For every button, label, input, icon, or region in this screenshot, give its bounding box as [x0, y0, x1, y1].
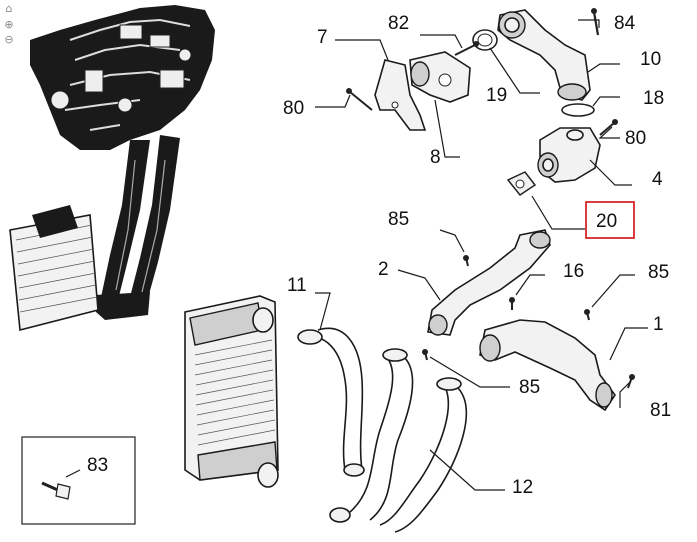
bolt-84: [591, 8, 600, 36]
callout-85-top[interactable]: 85: [388, 209, 409, 230]
callout-82[interactable]: 82: [388, 13, 409, 34]
bolt-80-right: [599, 119, 618, 136]
intercooler-large: [184, 295, 279, 488]
callout-20-highlight: [585, 201, 635, 239]
bolt-16: [509, 297, 515, 310]
bracket-7: [374, 59, 427, 131]
callout-19[interactable]: 19: [486, 85, 507, 106]
turbo-8: [409, 51, 471, 103]
callout-85-right[interactable]: 85: [648, 262, 669, 283]
bolt-82: [454, 41, 479, 56]
bolt-80-left: [346, 88, 373, 111]
callout-85-bottom[interactable]: 85: [519, 377, 540, 398]
hose-12: [329, 348, 468, 533]
callout-81[interactable]: 81: [650, 400, 671, 421]
o-ring-18: [561, 103, 595, 117]
bolt-81: [627, 374, 635, 389]
callout-20[interactable]: 20: [596, 211, 617, 232]
inset-box-83: [21, 436, 136, 525]
intercooler-small: [9, 205, 99, 332]
callout-1[interactable]: 1: [653, 314, 664, 335]
zoom-out-icon[interactable]: ⊖: [4, 33, 14, 46]
home-icon[interactable]: ⌂: [5, 2, 13, 15]
manifold-4: [537, 127, 601, 183]
callout-12[interactable]: 12: [512, 477, 533, 498]
pipe-2: [427, 229, 551, 336]
callout-4[interactable]: 4: [652, 169, 663, 190]
gasket-20: [506, 171, 537, 197]
callout-83[interactable]: 83: [87, 455, 108, 476]
callout-2[interactable]: 2: [378, 259, 389, 280]
callout-7[interactable]: 7: [317, 27, 328, 48]
hose-11: [297, 327, 365, 477]
bolt-85-b: [584, 309, 590, 321]
leader-lines: [315, 19, 648, 491]
gasket-19: [472, 29, 498, 51]
callout-10[interactable]: 10: [640, 49, 661, 70]
zoom-in-icon[interactable]: ⊕: [4, 18, 14, 31]
engine-block: [30, 5, 215, 320]
callout-16[interactable]: 16: [563, 261, 584, 282]
callout-8[interactable]: 8: [430, 147, 441, 168]
bolt-83: [41, 481, 71, 500]
callout-11[interactable]: 11: [287, 275, 307, 296]
callout-84[interactable]: 84: [614, 13, 636, 34]
callout-80-left[interactable]: 80: [283, 98, 304, 119]
callout-80-right[interactable]: 80: [625, 128, 646, 149]
bolt-85-c: [422, 349, 428, 361]
callout-18[interactable]: 18: [643, 88, 664, 109]
pipe-1: [479, 319, 616, 412]
bolt-85-a: [463, 255, 469, 267]
elbow-pipe-10: [497, 9, 591, 101]
